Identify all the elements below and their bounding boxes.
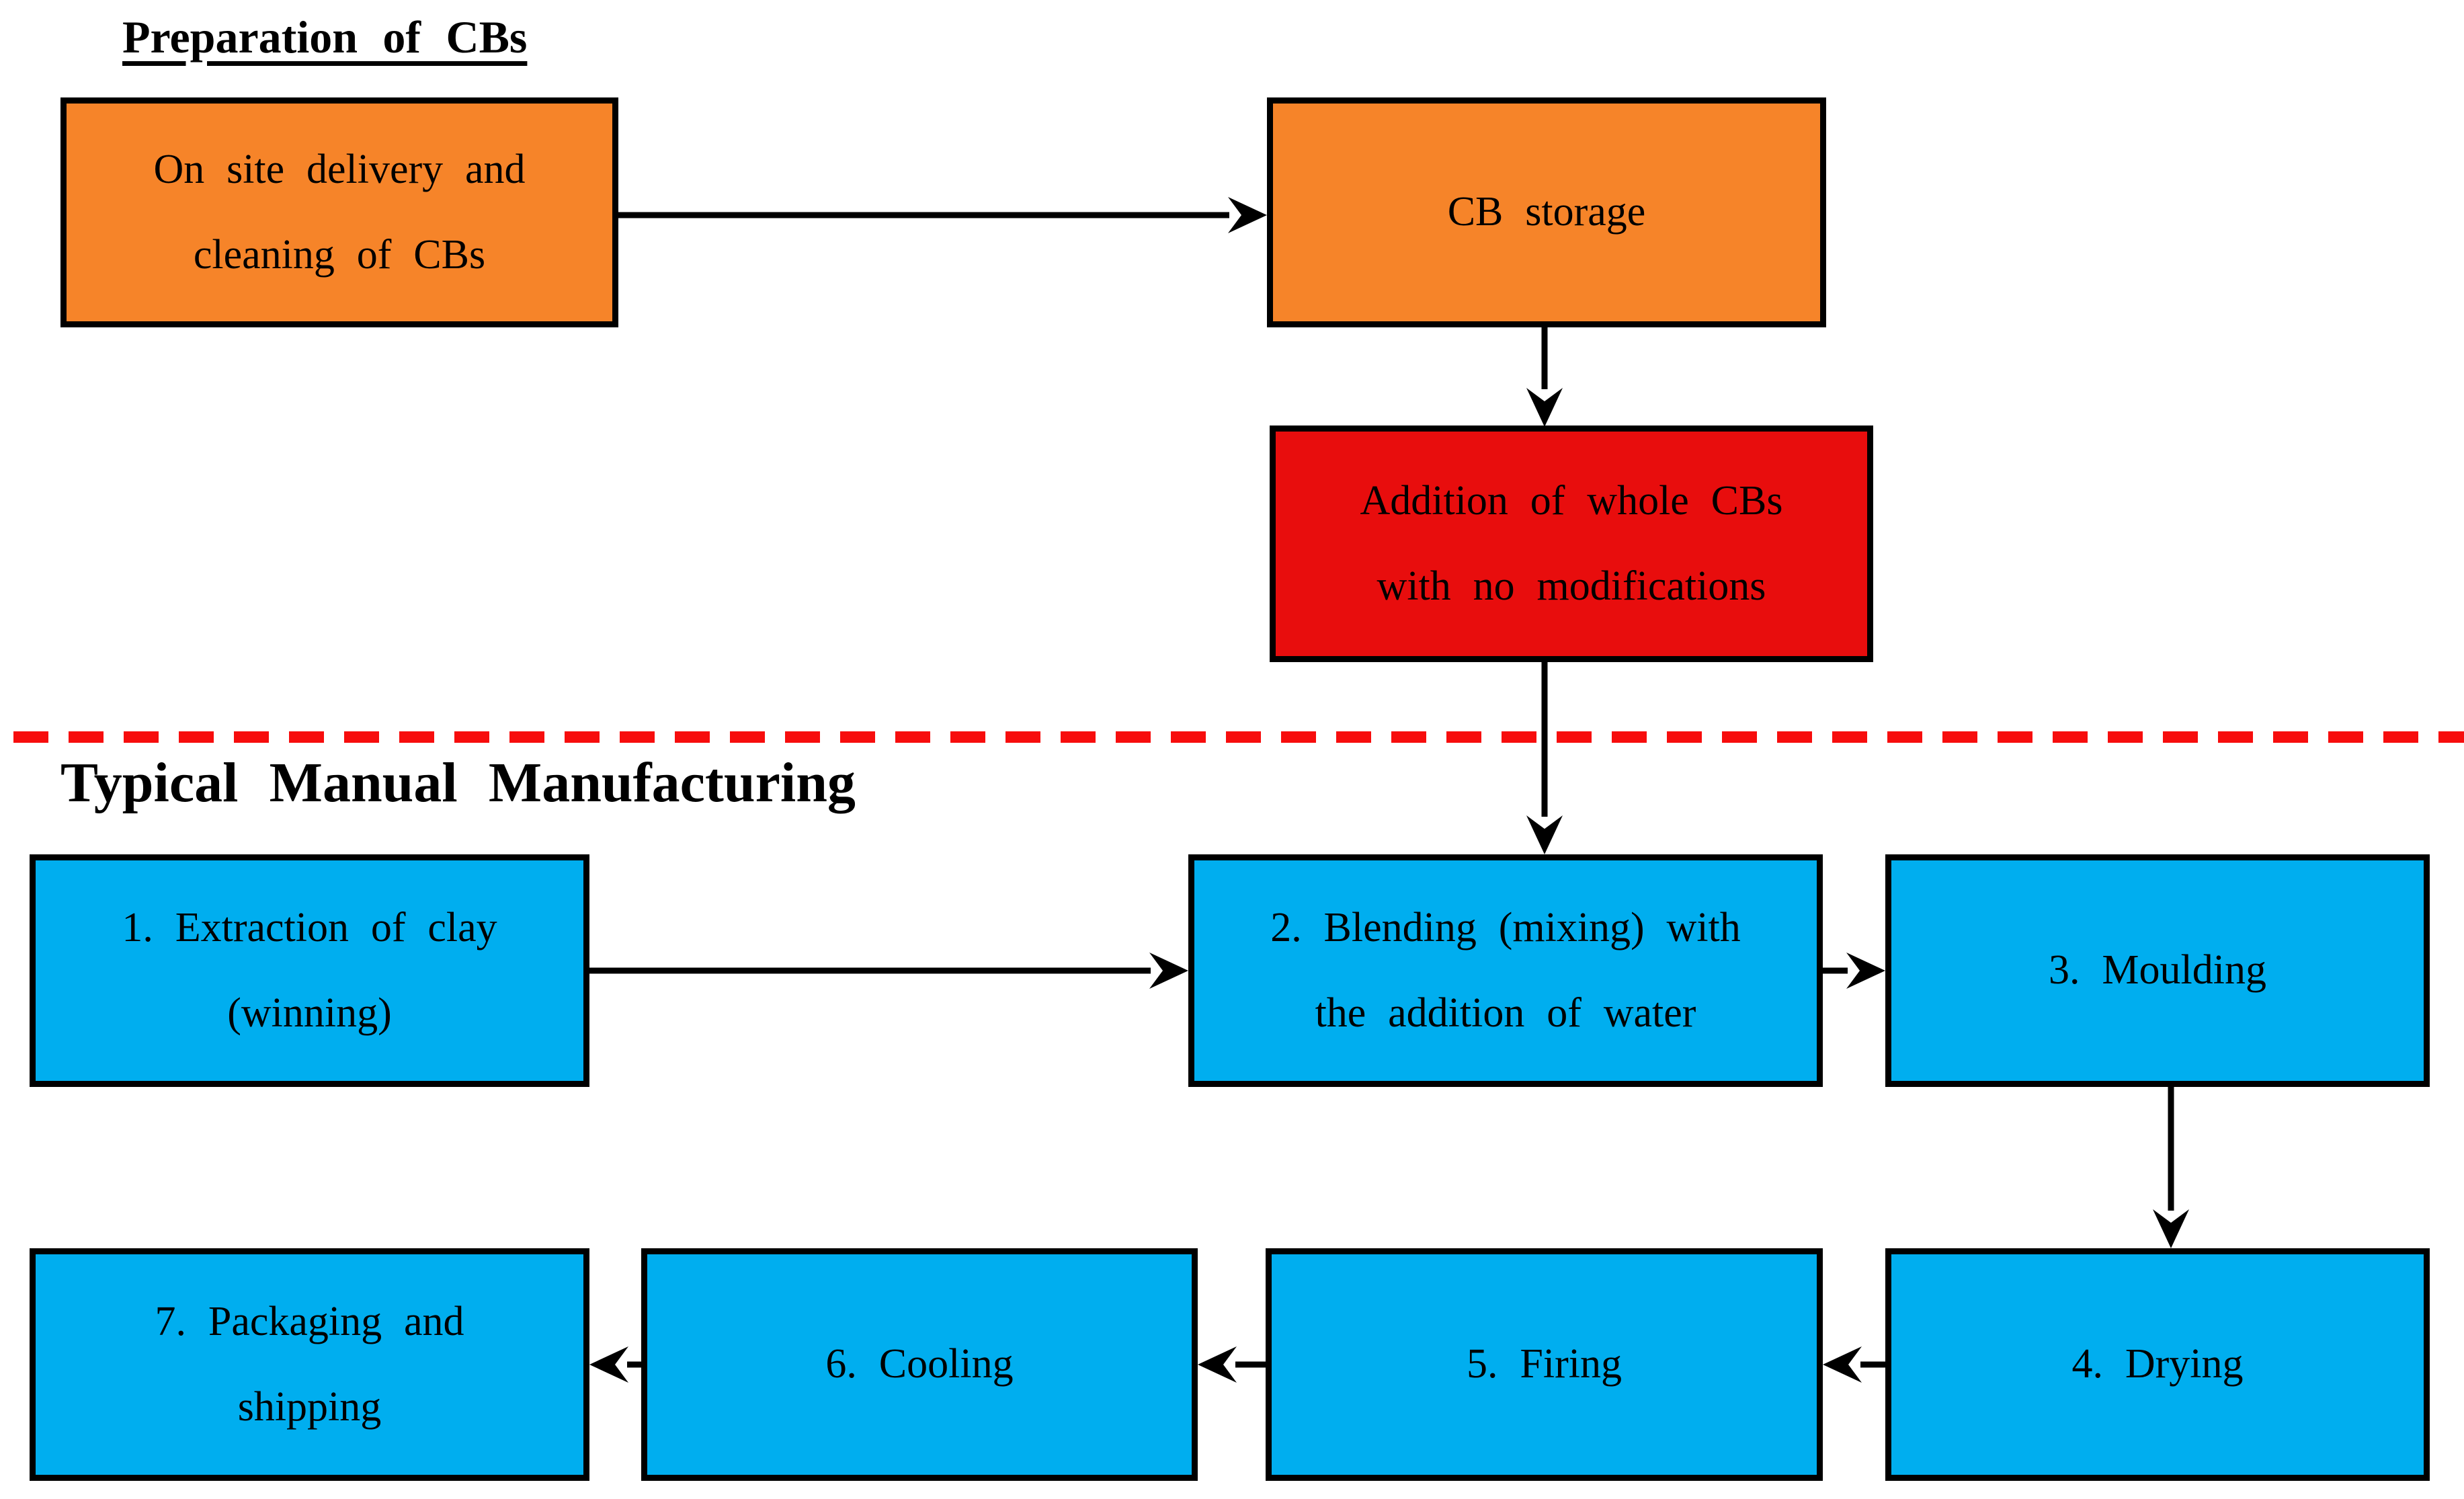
node-drying: 4. Drying [1885,1248,2430,1481]
arrow-addition-to-blending [1526,662,1563,854]
node-label-line: Addition of whole CBs [1360,477,1783,524]
node-cooling: 6. Cooling [641,1248,1198,1481]
node-extraction: 1. Extraction of clay (winning) [30,854,589,1087]
node-label-line: cleaning of CBs [193,232,486,278]
node-label-line: 1. Extraction of clay [122,904,497,950]
node-label-line: 6. Cooling [825,1341,1014,1387]
arrow-storage-to-addition [1526,327,1563,427]
node-label-line: shipping [237,1384,382,1430]
arrow-firing-to-cooling [1198,1346,1266,1383]
node-blending: 2. Blending (mixing) with the addition o… [1188,854,1823,1087]
arrow-drying-to-firing [1823,1346,1885,1383]
arrow-moulding-to-drying [2153,1087,2189,1248]
node-firing: 5. Firing [1266,1248,1823,1481]
node-label-line: 7. Packaging and [155,1298,464,1344]
section-title-manufacturing: Typical Manual Manufacturing [60,752,856,814]
node-moulding: 3. Moulding [1885,854,2430,1087]
arrow-delivery-to-storage [618,197,1267,233]
arrow-extraction-to-blending [589,953,1188,989]
node-label-line: 4. Drying [2071,1341,2244,1387]
node-label-line: CB storage [1447,189,1646,235]
node-storage: CB storage [1267,97,1826,327]
node-label-line: (winning) [227,990,392,1036]
section-divider-dashed-line [13,731,2464,743]
node-label-line: the addition of water [1315,990,1696,1036]
node-packaging: 7. Packaging and shipping [30,1248,589,1481]
node-label-line: with no modifications [1377,563,1766,609]
node-label-line: 2. Blending (mixing) with [1270,904,1741,950]
section-title-preparation: Preparation of CBs [122,11,528,63]
node-delivery: On site delivery and cleaning of CBs [60,97,618,327]
node-label-line: On site delivery and [153,146,526,192]
node-label-line: 5. Firing [1467,1341,1622,1387]
node-addition: Addition of whole CBs with no modificati… [1270,426,1873,662]
node-label-line: 3. Moulding [2049,947,2266,994]
arrow-blending-to-moulding [1823,953,1885,989]
arrow-cooling-to-packaging [589,1346,641,1383]
